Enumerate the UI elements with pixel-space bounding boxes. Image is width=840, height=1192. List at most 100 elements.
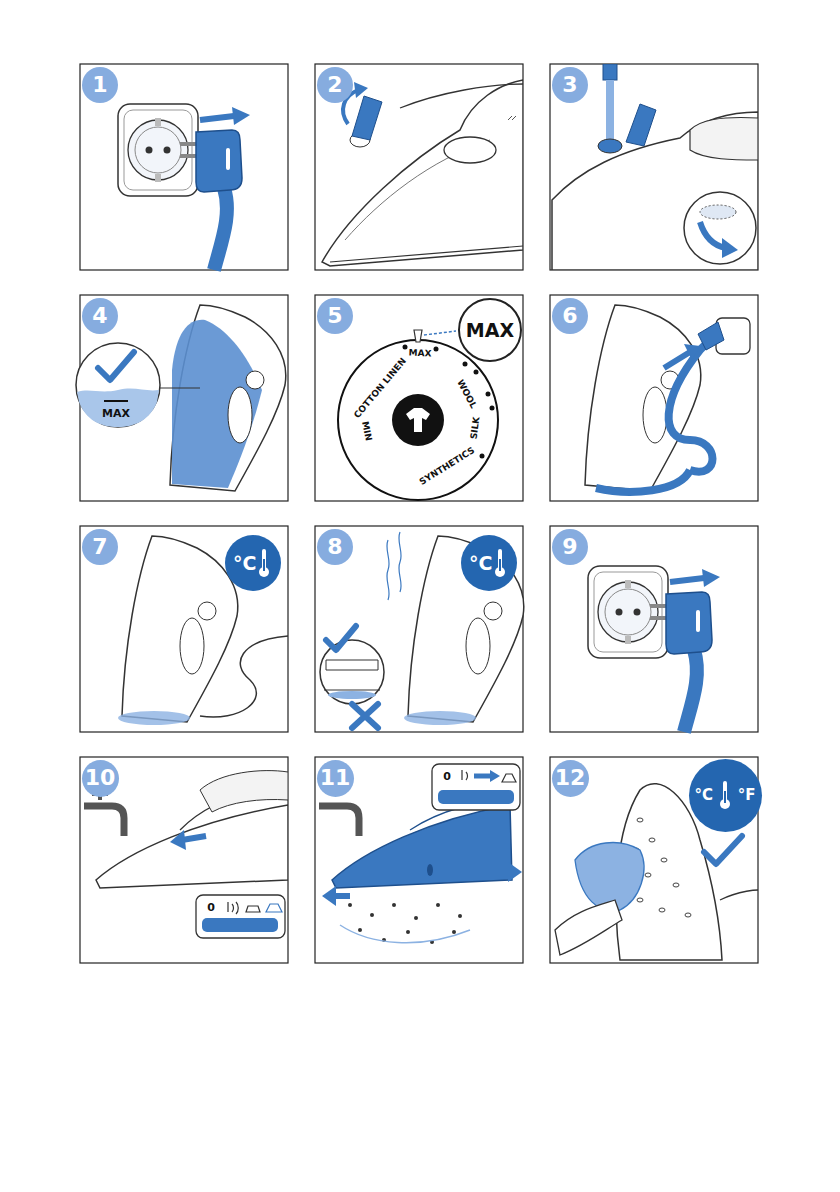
step-number: 8 (317, 529, 353, 565)
illustration-part (315, 64, 523, 270)
illustration-part (330, 246, 523, 262)
illustration-part (200, 771, 288, 812)
thermometer-level (724, 791, 726, 803)
illustration-part (80, 757, 288, 963)
illustration-part (352, 704, 378, 728)
illustration-part (315, 757, 523, 963)
illustration-part (77, 389, 159, 427)
temperature-badge: °C (461, 535, 517, 591)
illustration-part (315, 295, 523, 501)
illustration-part (403, 345, 495, 459)
illustration-part (606, 80, 614, 140)
illustration-part (598, 139, 622, 153)
illustration-part (328, 691, 376, 699)
illustration-part (722, 238, 738, 258)
thermometer-level (263, 559, 265, 571)
step-number: 2 (317, 67, 353, 103)
illustration-part (645, 873, 651, 877)
step-number: 5 (317, 298, 353, 334)
zoom-callout: MAX (458, 298, 522, 362)
step-number: 6 (552, 298, 588, 334)
step-number: 12 (552, 760, 589, 797)
illustration-part (432, 764, 520, 810)
illustration-part (588, 566, 720, 732)
illustration-part (118, 104, 250, 270)
temperature-badge: °C (225, 535, 281, 591)
illustration-part (370, 913, 374, 917)
illustration-part (352, 96, 382, 140)
illustration-part (324, 690, 380, 691)
illustration-part (160, 388, 200, 389)
illustration-part (228, 902, 238, 914)
illustration-part (434, 347, 439, 352)
illustration-part (182, 836, 206, 840)
illustration-part (358, 928, 362, 932)
illustration-part (496, 869, 510, 875)
illustration-part (550, 757, 758, 963)
illustration-part (404, 711, 476, 725)
illustration-part (463, 362, 468, 367)
illustration-part (626, 104, 656, 146)
illustration-part (322, 80, 523, 266)
illustration-part (661, 858, 667, 862)
illustration-part (118, 711, 190, 725)
node-text: °C (469, 554, 492, 573)
illustration-part (96, 805, 288, 888)
illustration-part (444, 137, 496, 163)
illustration-part (490, 770, 500, 782)
illustration-part (332, 805, 512, 888)
illustration-part (424, 331, 456, 335)
illustration-part (406, 930, 410, 934)
illustration-part (700, 205, 736, 219)
illustration-part (315, 526, 523, 732)
illustration-part (596, 470, 690, 492)
illustration-part (643, 387, 667, 443)
illustration-part (228, 387, 252, 443)
illustration-part (690, 118, 758, 161)
node-text: °C (695, 788, 714, 803)
illustration-part (80, 64, 758, 963)
node-text: 2 (327, 74, 342, 96)
illustration-part (684, 192, 756, 264)
illustration-part (486, 392, 491, 397)
illustration-part (637, 898, 643, 902)
illustration-part (104, 400, 128, 402)
step-number: 4 (82, 298, 118, 334)
illustration-part (490, 406, 495, 411)
illustration-part (180, 618, 204, 674)
node-text: 8 (327, 536, 342, 558)
illustration-part (466, 618, 490, 674)
step-number: 7 (82, 529, 118, 565)
illustration-part (320, 640, 384, 704)
node-text: 5 (327, 305, 342, 327)
thermometer-level (499, 559, 501, 571)
node-text: 1 (92, 74, 107, 96)
level-mark: MAX (102, 407, 130, 420)
illustration-part (720, 890, 758, 900)
illustration-part (698, 322, 724, 350)
illustration-part (266, 904, 282, 912)
illustration-part (403, 345, 408, 350)
thermometer-icon (259, 548, 269, 578)
illustration-part (452, 930, 456, 934)
node-text: MAX (466, 321, 514, 340)
node-text: 9 (562, 536, 577, 558)
illustration-part (196, 895, 285, 938)
illustration-part (555, 900, 622, 955)
illustration-part (664, 352, 690, 368)
step-number: 11 (317, 760, 354, 797)
node-text: °F (738, 788, 756, 803)
illustration-part (508, 116, 516, 120)
illustration-part (458, 914, 462, 918)
illustration-part (575, 843, 644, 911)
illustration-part (80, 64, 288, 270)
illustration-part (246, 906, 260, 912)
illustration-part (427, 864, 433, 876)
node-text: 11 (320, 767, 351, 789)
illustration-part (84, 771, 288, 938)
illustration-part (198, 602, 216, 620)
illustration-part (408, 536, 524, 722)
illustration-part (170, 305, 286, 491)
illustration-part (480, 454, 485, 459)
